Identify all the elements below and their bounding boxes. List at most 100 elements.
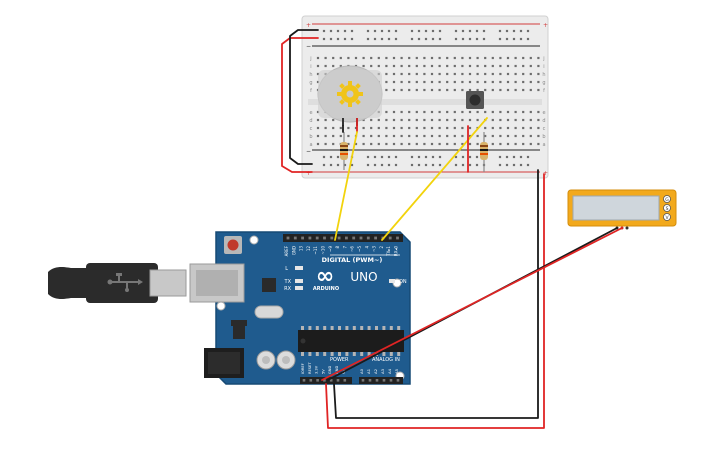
breadboard-hole[interactable]	[529, 80, 532, 84]
breadboard-hole[interactable]	[392, 64, 396, 68]
breadboard-hole[interactable]	[506, 134, 510, 138]
digital-pin-hole[interactable]	[330, 236, 334, 240]
breadboard-hole[interactable]	[385, 126, 388, 130]
breadboard-hole[interactable]	[537, 118, 540, 122]
breadboard-hole[interactable]	[423, 134, 426, 138]
breadboard-hole[interactable]	[400, 126, 403, 130]
breadboard-hole[interactable]	[339, 126, 342, 130]
breadboard-hole[interactable]	[522, 88, 525, 92]
rail-hole[interactable]	[350, 163, 354, 167]
rail-hole[interactable]	[322, 155, 326, 159]
breadboard-hole[interactable]	[430, 142, 434, 146]
breadboard-hole[interactable]	[392, 134, 396, 138]
rail-hole[interactable]	[366, 37, 370, 41]
breadboard-hole[interactable]	[476, 110, 479, 114]
breadboard-hole[interactable]	[476, 134, 479, 138]
breadboard-hole[interactable]	[446, 110, 449, 114]
breadboard-hole[interactable]	[415, 126, 418, 130]
digital-pin-hole[interactable]	[359, 236, 363, 240]
breadboard-hole[interactable]	[476, 64, 479, 68]
breadboard-hole[interactable]	[392, 126, 396, 130]
analog-pin-hole[interactable]	[368, 379, 372, 382]
rail-hole[interactable]	[438, 37, 442, 41]
wire-red-5v[interactable]	[325, 173, 545, 429]
rail-hole[interactable]	[505, 37, 509, 41]
breadboard-hole[interactable]	[438, 118, 441, 122]
breadboard-hole[interactable]	[385, 64, 388, 68]
breadboard-hole[interactable]	[362, 56, 365, 60]
rail-hole[interactable]	[417, 37, 421, 41]
rail-hole[interactable]	[329, 37, 333, 41]
breadboard-hole[interactable]	[499, 126, 502, 130]
analog-pin-hole[interactable]	[389, 379, 393, 382]
breadboard-hole[interactable]	[377, 56, 380, 60]
breadboard-hole[interactable]	[461, 126, 464, 130]
breadboard-hole[interactable]	[415, 56, 418, 60]
breadboard-hole[interactable]	[316, 134, 320, 138]
breadboard-hole[interactable]	[430, 118, 434, 122]
breadboard-hole[interactable]	[522, 64, 525, 68]
breadboard-hole[interactable]	[415, 64, 418, 68]
rail-hole[interactable]	[519, 37, 523, 41]
breadboard-hole[interactable]	[362, 126, 365, 130]
breadboard-hole[interactable]	[400, 88, 403, 92]
breadboard-hole[interactable]	[415, 80, 418, 84]
power-pin-hole[interactable]	[329, 379, 333, 382]
rail-hole[interactable]	[461, 37, 465, 41]
breadboard-hole[interactable]	[453, 126, 456, 130]
breadboard-hole[interactable]	[461, 88, 464, 92]
breadboard-hole[interactable]	[514, 110, 517, 114]
rail-hole[interactable]	[366, 155, 370, 159]
digital-pin-hole[interactable]	[308, 236, 312, 240]
breadboard-hole[interactable]	[461, 142, 464, 146]
breadboard-hole[interactable]	[484, 88, 487, 92]
breadboard-hole[interactable]	[347, 56, 350, 60]
breadboard-hole[interactable]	[385, 88, 388, 92]
breadboard-hole[interactable]	[506, 64, 510, 68]
breadboard-hole[interactable]	[484, 126, 487, 130]
breadboard-hole[interactable]	[370, 126, 373, 130]
breadboard-hole[interactable]	[377, 118, 380, 122]
breadboard-hole[interactable]	[453, 142, 456, 146]
breadboard-hole[interactable]	[461, 80, 464, 84]
breadboard-hole[interactable]	[514, 64, 517, 68]
breadboard-hole[interactable]	[499, 110, 502, 114]
rail-hole[interactable]	[454, 37, 458, 41]
rail-hole[interactable]	[410, 29, 414, 33]
dc-motor[interactable]	[317, 65, 383, 126]
breadboard-hole[interactable]	[537, 134, 540, 138]
rail-hole[interactable]	[475, 155, 479, 159]
breadboard-hole[interactable]	[408, 110, 411, 114]
breadboard-hole[interactable]	[446, 88, 449, 92]
breadboard-hole[interactable]	[484, 110, 487, 114]
breadboard-hole[interactable]	[468, 72, 472, 76]
rail-hole[interactable]	[417, 29, 421, 33]
breadboard-hole[interactable]	[529, 110, 532, 114]
breadboard-hole[interactable]	[408, 80, 411, 84]
rail-hole[interactable]	[505, 163, 509, 167]
rail-hole[interactable]	[410, 163, 414, 167]
wire-black-rail-bridge[interactable]	[289, 29, 319, 165]
breadboard-hole[interactable]	[438, 126, 441, 130]
breadboard-hole[interactable]	[484, 134, 487, 138]
digital-pin-hole[interactable]	[315, 236, 319, 240]
breadboard-hole[interactable]	[476, 88, 479, 92]
breadboard-hole[interactable]	[415, 72, 418, 76]
rail-hole[interactable]	[417, 163, 421, 167]
breadboard-hole[interactable]	[446, 142, 449, 146]
rail-hole[interactable]	[387, 37, 391, 41]
usb-cable-icon[interactable]	[48, 263, 187, 303]
breadboard-hole[interactable]	[514, 72, 517, 76]
breadboard-hole[interactable]	[453, 134, 456, 138]
rail-hole[interactable]	[336, 29, 340, 33]
breadboard-hole[interactable]	[430, 88, 434, 92]
lcd-module[interactable]: G S V	[567, 189, 677, 230]
breadboard-hole[interactable]	[468, 142, 472, 146]
resistor-motor[interactable]	[340, 132, 348, 170]
breadboard-hole[interactable]	[377, 142, 380, 146]
breadboard-hole[interactable]	[370, 56, 373, 60]
breadboard-hole[interactable]	[446, 80, 449, 84]
rail-hole[interactable]	[475, 29, 479, 33]
